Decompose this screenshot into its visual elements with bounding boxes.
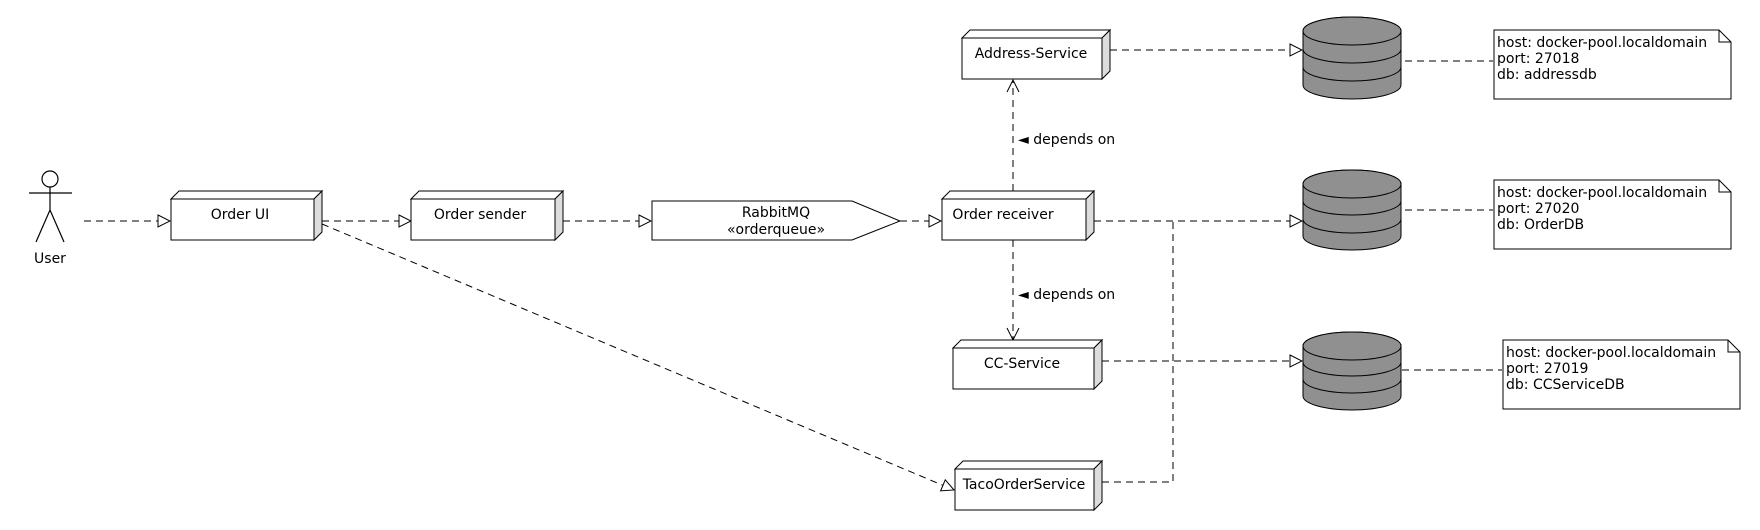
note-order-port: port: 27020: [1497, 201, 1579, 217]
actor-user[interactable]: [29, 170, 72, 243]
node-order-receiver-label: Order receiver: [952, 207, 1053, 223]
depends-on-address-label: ◄ depends on: [1018, 132, 1115, 148]
node-order-ui-label: Order UI: [211, 207, 270, 223]
node-taco-order-service[interactable]: TacoOrderService: [953, 459, 1104, 512]
actor-head-icon: [41, 170, 59, 188]
depends-on-cc-label: ◄ depends on: [1018, 287, 1115, 303]
note-ccservice-db[interactable]: host: docker-pool.localdomain port: 2701…: [1502, 339, 1741, 410]
node-order-sender-label: Order sender: [434, 207, 527, 223]
node-address-service[interactable]: Address-Service: [960, 28, 1112, 81]
node-order-ui[interactable]: Order UI: [169, 189, 324, 242]
node-taco-order-service-label: TacoOrderService: [962, 477, 1086, 493]
node-address-service-label: Address-Service: [975, 46, 1088, 62]
note-order-host: host: docker-pool.localdomain: [1497, 185, 1707, 201]
connectors: [84, 50, 1502, 490]
note-address-port: port: 27018: [1497, 51, 1579, 67]
note-address-host: host: docker-pool.localdomain: [1497, 35, 1707, 51]
node-cc-service-label: CC-Service: [984, 356, 1060, 372]
edge-taco-to-db: [1102, 221, 1174, 483]
note-order-db-name: db: OrderDB: [1497, 217, 1584, 233]
actor-user-label: User: [34, 251, 66, 267]
note-ccservice-host: host: docker-pool.localdomain: [1506, 345, 1716, 361]
node-order-sender[interactable]: Order sender: [409, 189, 565, 242]
rabbitmq-stereotype-label: «orderqueue»: [727, 222, 825, 238]
note-address-db-name: db: addressdb: [1497, 67, 1597, 83]
database-order-icon[interactable]: [1302, 169, 1402, 251]
node-cc-service[interactable]: CC-Service: [951, 338, 1104, 391]
rabbitmq-name-label: RabbitMQ: [742, 205, 810, 221]
node-rabbitmq-queue[interactable]: RabbitMQ «orderqueue»: [651, 200, 902, 241]
note-address-db[interactable]: host: docker-pool.localdomain port: 2701…: [1493, 29, 1732, 100]
database-ccservice-icon[interactable]: [1302, 331, 1402, 411]
note-ccservice-port: port: 27019: [1506, 361, 1588, 377]
node-order-receiver[interactable]: Order receiver: [940, 189, 1096, 242]
database-address-icon[interactable]: [1302, 16, 1402, 100]
edge-order-ui-to-taco-order-service: [321, 223, 954, 490]
note-ccservice-db-name: db: CCServiceDB: [1506, 377, 1625, 393]
note-order-db[interactable]: host: docker-pool.localdomain port: 2702…: [1493, 179, 1732, 250]
